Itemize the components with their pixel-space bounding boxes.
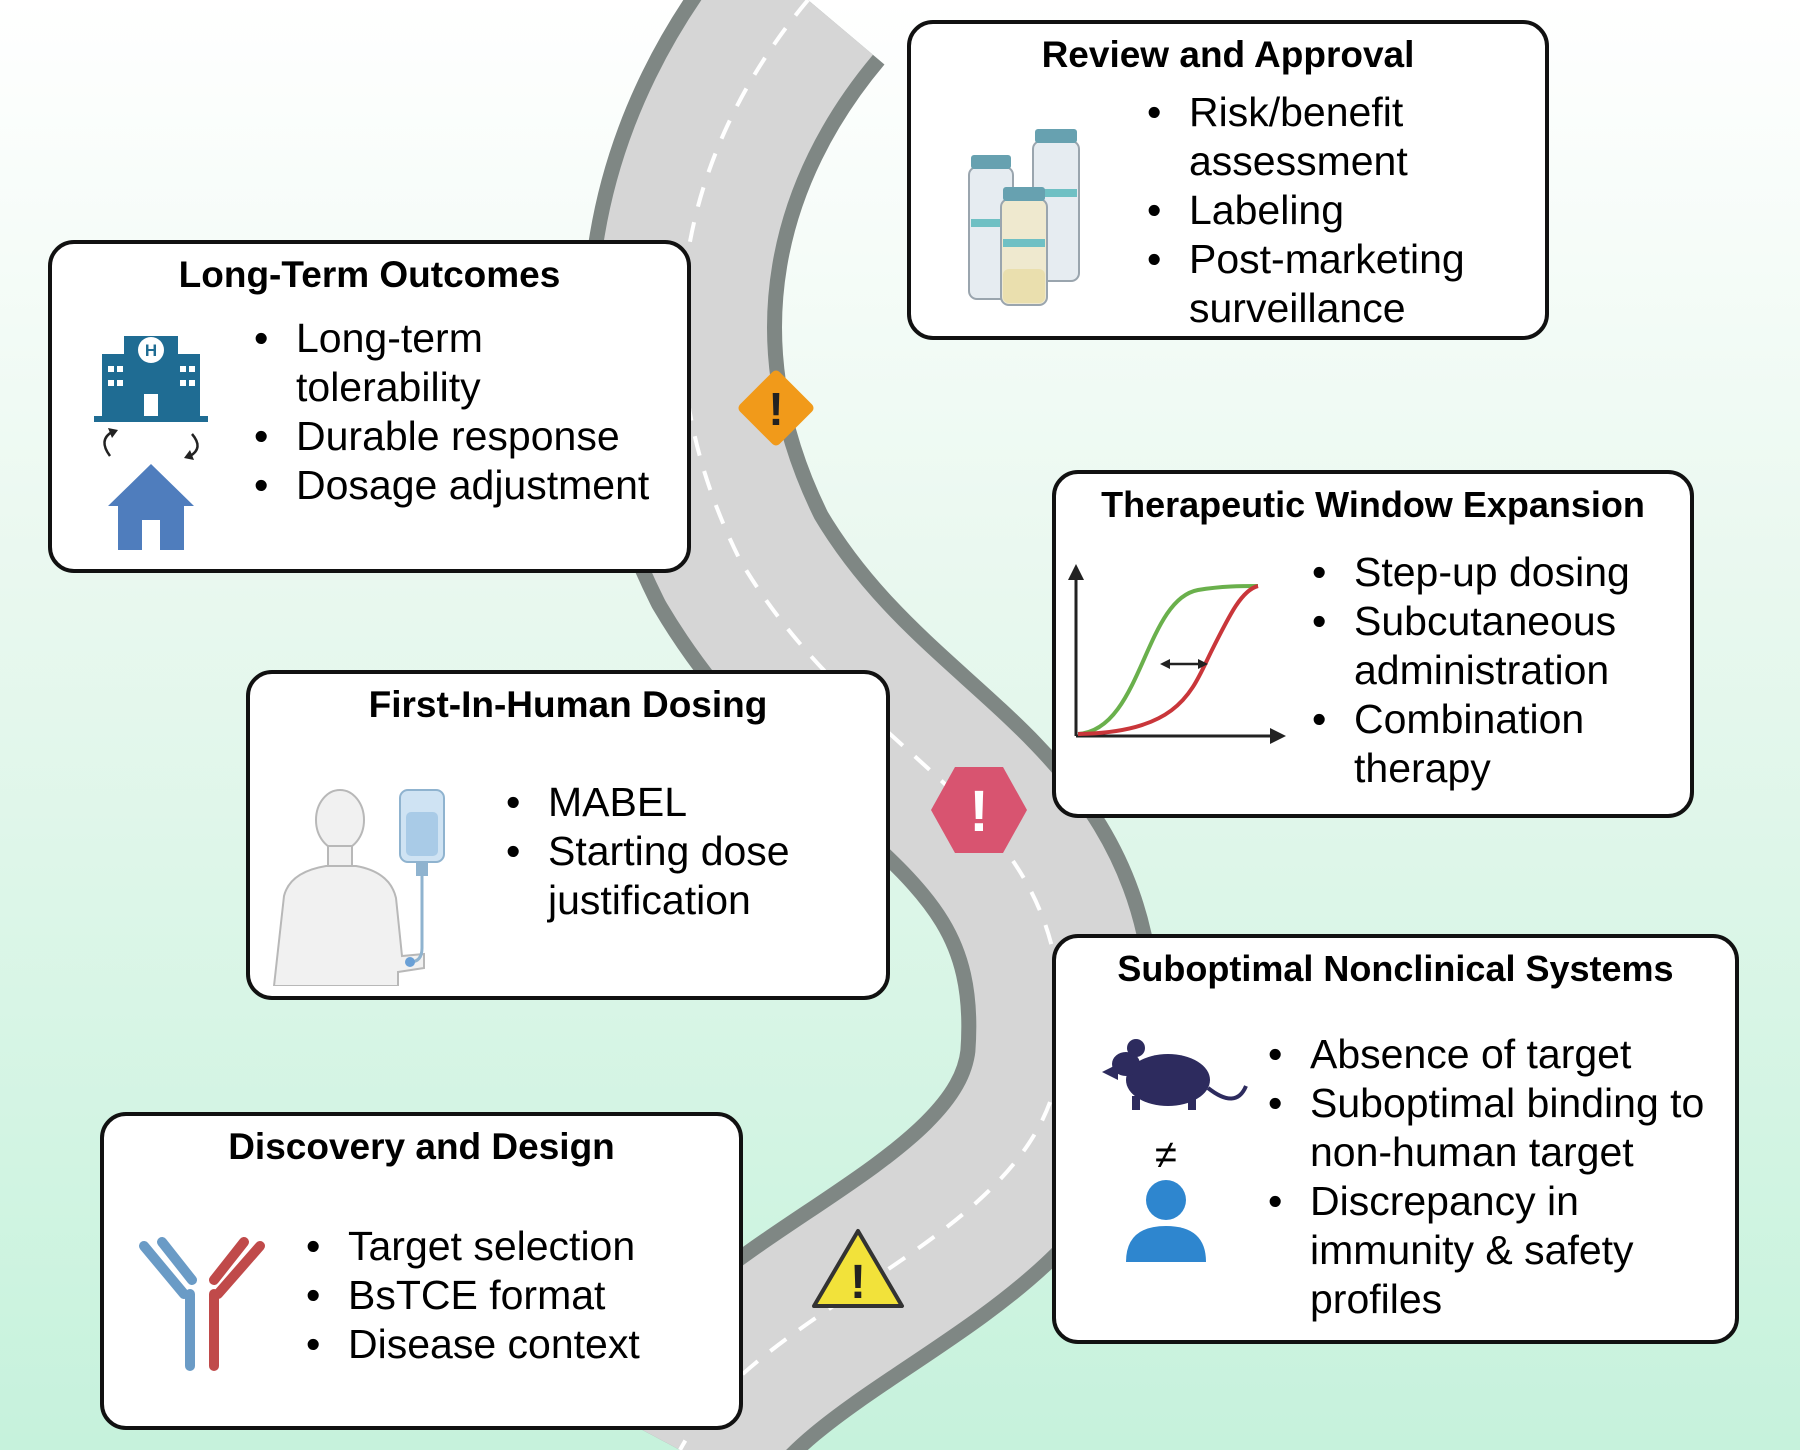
list-item: Labeling (1141, 186, 1531, 235)
fih-list: MABEL Starting dose justification (500, 778, 880, 925)
hospital-home-icon: H (94, 336, 208, 550)
patient-iv-drip-icon (272, 789, 445, 986)
list-item: Subcutaneous administration (1306, 597, 1686, 695)
nonclinical-list: Absence of target Suboptimal binding to … (1262, 1030, 1732, 1324)
list-item: Dosage adjustment (248, 461, 678, 510)
list-item: Disease context (300, 1320, 730, 1369)
card-title: Review and Approval (1041, 34, 1415, 75)
vials-icon (968, 129, 1080, 306)
octagon-sign-mark: ! (969, 779, 988, 844)
list-item: Starting dose justification (500, 827, 880, 925)
not-equal-sign: ≠ (1155, 1133, 1177, 1177)
card-title: Long-Term Outcomes (178, 254, 561, 295)
card-title: First-In-Human Dosing (368, 684, 768, 725)
card-first-in-human-dosing: First-In-Human Dosing MABEL Starting dos… (246, 670, 890, 1000)
list-item: Target selection (300, 1222, 730, 1271)
review-list: Risk/benefit assessment Labeling Post-ma… (1141, 88, 1531, 333)
road-center-line (678, 0, 1064, 1450)
triangle-sign-mark: ! (850, 1256, 866, 1309)
card-suboptimal-nonclinical-systems: Suboptimal Nonclinical Systems ≠ Absence… (1052, 934, 1739, 1344)
warning-diamond-sign: ! (738, 370, 814, 446)
card-review-and-approval: Review and Approval Risk/benefit assessm… (907, 20, 1549, 340)
card-title: Suboptimal Nonclinical Systems (1117, 948, 1674, 989)
card-therapeutic-window-expansion: Therapeutic Window Expansion Step-up dos… (1052, 470, 1694, 818)
mouse-vs-human-icon: ≠ (1102, 1039, 1248, 1262)
list-item: Long-term tolerability (248, 314, 678, 412)
stop-octagon-sign: ! (931, 767, 1027, 853)
list-item: Absence of target (1262, 1030, 1732, 1079)
card-discovery-and-design: Discovery and Design Target selection Bs… (100, 1112, 743, 1430)
dose-response-curves-icon (1068, 564, 1286, 744)
list-item: Discrepancy in immunity & safety profile… (1262, 1177, 1732, 1324)
svg-text:H: H (145, 341, 157, 360)
antibody-icon (139, 1237, 265, 1371)
window-list: Step-up dosing Subcutaneous administrati… (1306, 548, 1686, 793)
diamond-sign-mark: ! (768, 383, 783, 435)
list-item: Step-up dosing (1306, 548, 1686, 597)
list-item: Durable response (248, 412, 678, 461)
card-long-term-outcomes: Long-Term Outcomes H Long-term tolerabil… (48, 240, 691, 573)
list-item: Suboptimal binding to non-human target (1262, 1079, 1732, 1177)
list-item: MABEL (500, 778, 880, 827)
discovery-list: Target selection BsTCE format Disease co… (300, 1222, 730, 1369)
list-item: Post-marketing surveillance (1141, 235, 1531, 333)
list-item: Combination therapy (1306, 695, 1686, 793)
card-title: Discovery and Design (228, 1126, 615, 1167)
list-item: Risk/benefit assessment (1141, 88, 1531, 186)
list-item: BsTCE format (300, 1271, 730, 1320)
caution-triangle-sign: ! (812, 1229, 904, 1309)
longterm-list: Long-term tolerability Durable response … (248, 314, 678, 510)
card-title: Therapeutic Window Expansion (1101, 484, 1645, 525)
